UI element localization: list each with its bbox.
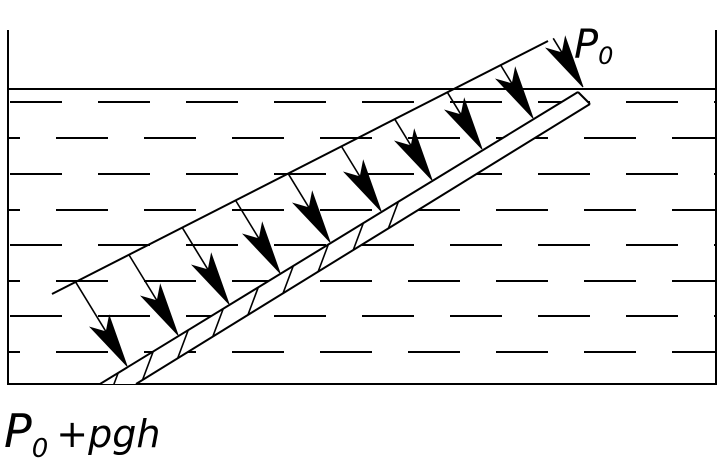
arrow-head [443, 97, 483, 150]
arrow-head [393, 128, 433, 181]
arrow-head [139, 283, 179, 336]
arrow-head [291, 190, 331, 243]
arrow-head [544, 35, 584, 88]
pressure-arrows [74, 35, 584, 367]
label-bottom-pressure-main: P [4, 404, 32, 458]
arrow-head [190, 252, 230, 305]
pressure-envelope-line [51, 40, 549, 295]
water-dash-lines [9, 101, 716, 353]
label-bottom-pressure-sub: 0 [32, 434, 49, 464]
label-bottom-pressure-rest: +pgh [56, 412, 160, 456]
arrow-head [241, 221, 281, 274]
arrow-head [494, 66, 534, 119]
arrow-head [342, 159, 382, 212]
arrow-head [88, 314, 128, 367]
label-top-pressure: P0 [574, 22, 613, 70]
plate-bottom-edge [135, 103, 591, 385]
label-top-pressure-sub: 0 [598, 42, 613, 70]
label-top-pressure-main: P [574, 22, 599, 68]
plate-top-edge [99, 91, 579, 385]
plate-end-cap [577, 91, 591, 105]
label-bottom-pressure: P0+pgh [4, 404, 160, 464]
